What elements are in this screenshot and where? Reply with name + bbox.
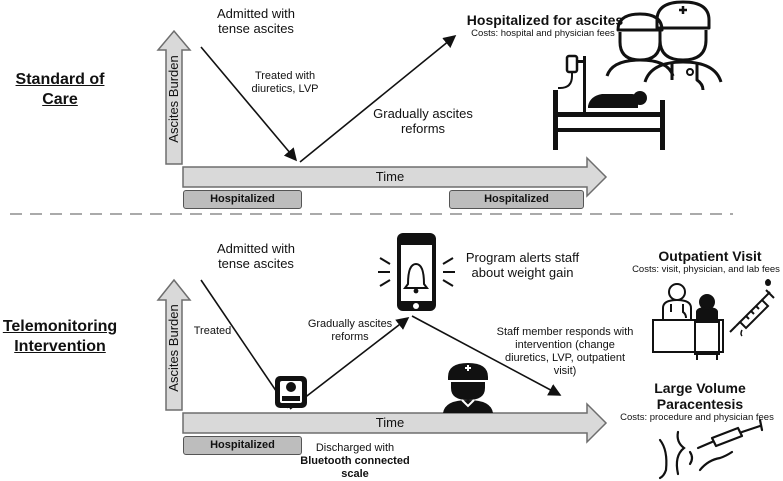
- soc-y-axis-arrow: [156, 29, 192, 165]
- tele-x-axis-arrow: [182, 402, 608, 444]
- soc-section-title: Standard of Care: [15, 71, 105, 108]
- soc-y-axis-label: Ascites Burden: [166, 55, 181, 143]
- soc-trajectory-down: [200, 46, 298, 162]
- outpatient-cost: Costs: visit, physician, and lab fees: [632, 264, 780, 275]
- tele-treated-note: Treated: [193, 325, 232, 337]
- tele-response-note: Staff member responds with intervention …: [496, 326, 634, 377]
- soc-hospitalized-box-1: Hospitalized: [183, 190, 302, 209]
- soc-hospitalized-box-2: Hospitalized: [449, 190, 584, 209]
- syringe-icon: [729, 279, 775, 337]
- tele-hospitalized-box: Hospitalized: [183, 436, 302, 455]
- tele-discharged-line1: Discharged with: [315, 442, 395, 454]
- tele-alert-note: Program alerts staff about weight gain: [465, 250, 580, 280]
- lvp-title: Large Volume Paracentesis: [654, 380, 746, 412]
- soc-trajectory-up: [299, 34, 457, 163]
- nurse-icon: [443, 363, 493, 413]
- outpatient-title: Outpatient Visit: [658, 248, 762, 264]
- doctors-icon: [605, 0, 723, 91]
- tele-y-axis-arrow: [156, 278, 192, 411]
- tele-admitted-note: Admitted with tense ascites: [216, 241, 296, 271]
- soc-reforms-note: Gradually ascites reforms: [373, 106, 473, 136]
- tele-time-label: Time: [375, 415, 405, 430]
- soc-outcome-title: Hospitalized for ascites: [466, 12, 624, 28]
- tele-trajectory-down: [200, 279, 288, 409]
- paracentesis-icon: [658, 418, 764, 480]
- soc-time-label: Time: [375, 169, 405, 184]
- smartphone-bell-icon: [378, 233, 455, 311]
- tele-section-title: Telemonitoring Intervention: [2, 318, 118, 355]
- tele-y-axis-label: Ascites Burden: [166, 304, 181, 392]
- tele-trajectory-up: [289, 317, 410, 410]
- tele-response-line: [411, 315, 562, 396]
- lvp-cost: Costs: procedure and physician fees: [620, 412, 774, 423]
- outpatient-icon: [652, 283, 724, 360]
- scale-icon: [275, 376, 307, 408]
- soc-x-axis-arrow: [182, 156, 608, 198]
- soc-outcome-cost: Costs: hospital and physician fees: [471, 28, 615, 39]
- tele-reforms-note: Gradually ascites reforms: [307, 318, 393, 343]
- soc-treated-note: Treated with diuretics, LVP: [251, 70, 319, 95]
- soc-admitted-note: Admitted with tense ascites: [216, 6, 296, 36]
- tele-discharged-note: Discharged with Bluetooth connected scal…: [300, 442, 410, 481]
- tele-discharged-line2: Bluetooth connected scale: [300, 455, 410, 480]
- hospital-bed-icon: [553, 54, 665, 150]
